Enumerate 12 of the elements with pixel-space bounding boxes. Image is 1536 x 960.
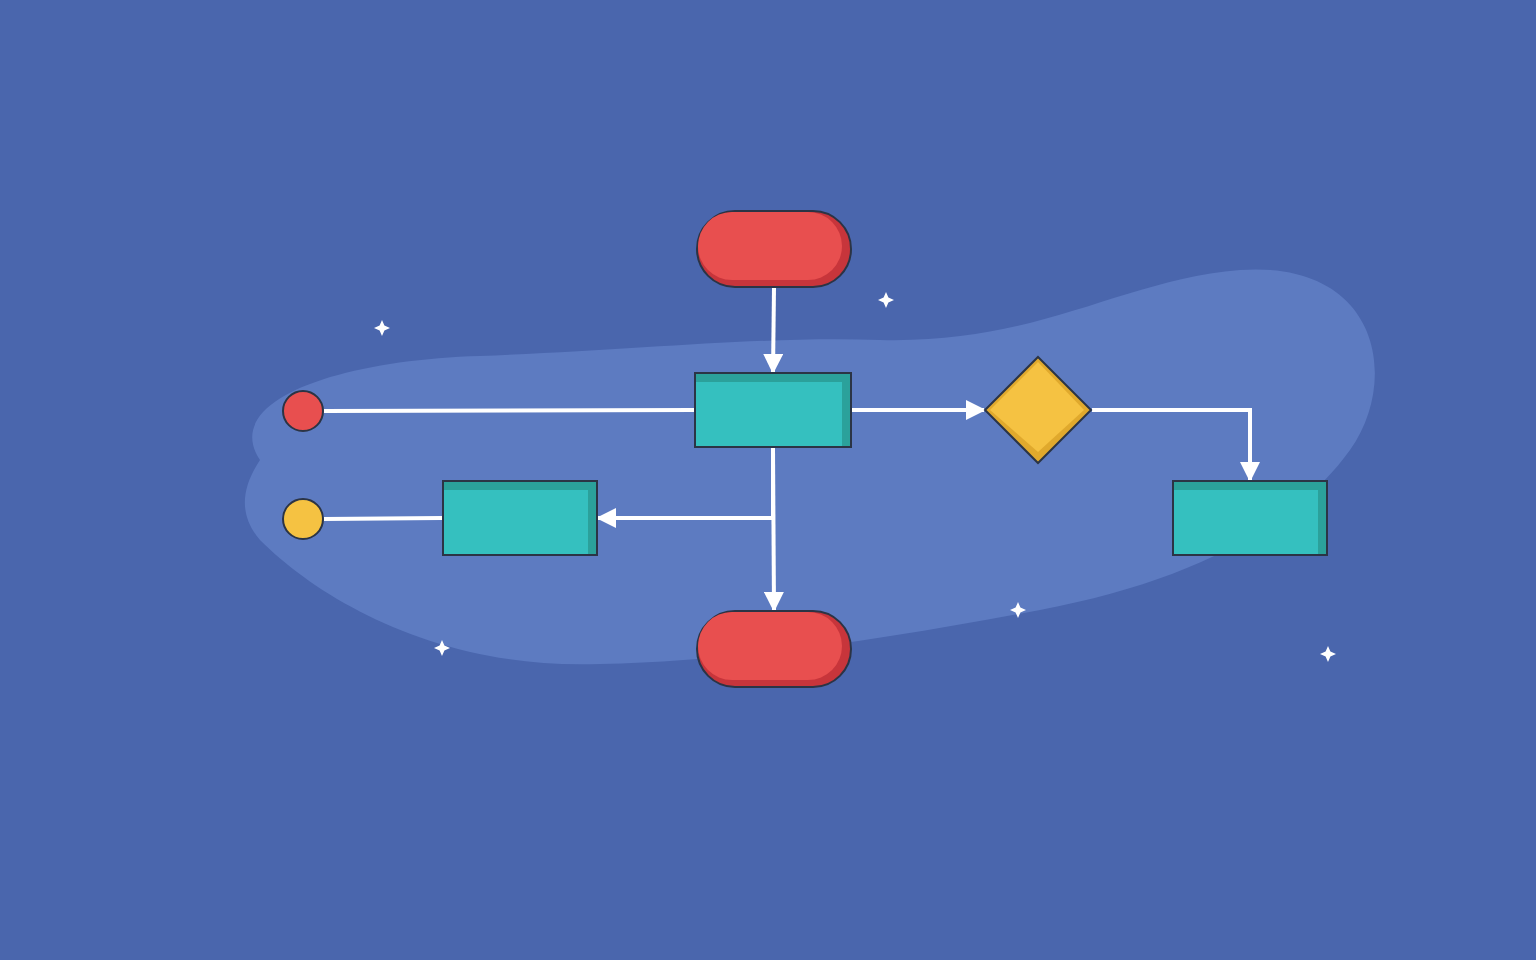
arrow — [1092, 408, 1260, 482]
arrow — [763, 287, 784, 374]
decision-diamond — [984, 356, 1092, 464]
process-box — [1172, 480, 1328, 556]
terminal-pill — [696, 610, 852, 688]
start-circle — [282, 498, 324, 540]
arrow — [763, 448, 784, 612]
arrow — [852, 400, 986, 420]
terminal-pill — [696, 210, 852, 288]
start-circle — [282, 390, 324, 432]
process-box — [694, 372, 852, 448]
process-box — [442, 480, 598, 556]
